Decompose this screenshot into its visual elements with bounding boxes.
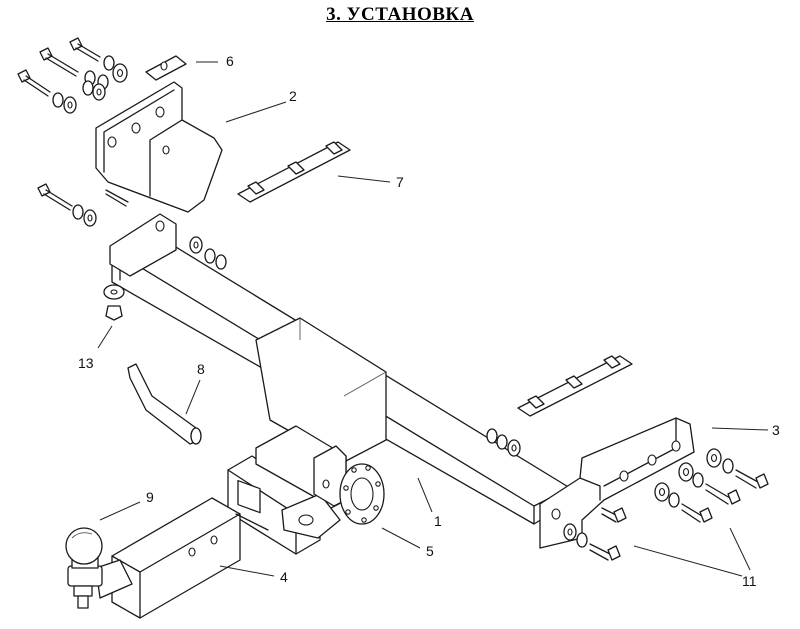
right-bolts-11 [563, 448, 769, 561]
clamp-plate-6 [145, 55, 187, 81]
page-title: 3. УСТАНОВКА [326, 4, 474, 25]
left-bolts-lower [37, 183, 129, 227]
callout-1: 1 [434, 513, 442, 529]
callout-8: 8 [197, 361, 205, 377]
left-bracket-2 [95, 81, 223, 213]
callout-6: 6 [226, 53, 234, 69]
main-beam-1 [109, 213, 571, 525]
callout-7: 7 [396, 174, 404, 190]
pin-8 [127, 363, 202, 445]
callout-11: 11 [742, 573, 757, 589]
callout-13: 13 [78, 355, 94, 371]
callout-5: 5 [426, 543, 434, 559]
drawbar-4 [111, 497, 269, 619]
callout-9: 9 [146, 489, 154, 505]
clamp-plate-right [517, 355, 633, 417]
socket-plate-5 [339, 463, 385, 525]
nut-washer-13 [103, 284, 125, 321]
callout-2: 2 [289, 88, 297, 104]
tow-ball-9 [65, 527, 133, 609]
left-bolts-top [17, 37, 128, 114]
leader-lines [97, 61, 769, 577]
clamp-plate-7 [237, 141, 351, 203]
callout-3: 3 [772, 422, 780, 438]
right-bracket-3 [539, 417, 695, 549]
washers-center [189, 236, 521, 457]
callout-4: 4 [280, 569, 288, 585]
receiver-housing [227, 425, 347, 555]
callout-labels: 6 2 7 3 1 5 4 9 8 13 11 [78, 53, 780, 589]
